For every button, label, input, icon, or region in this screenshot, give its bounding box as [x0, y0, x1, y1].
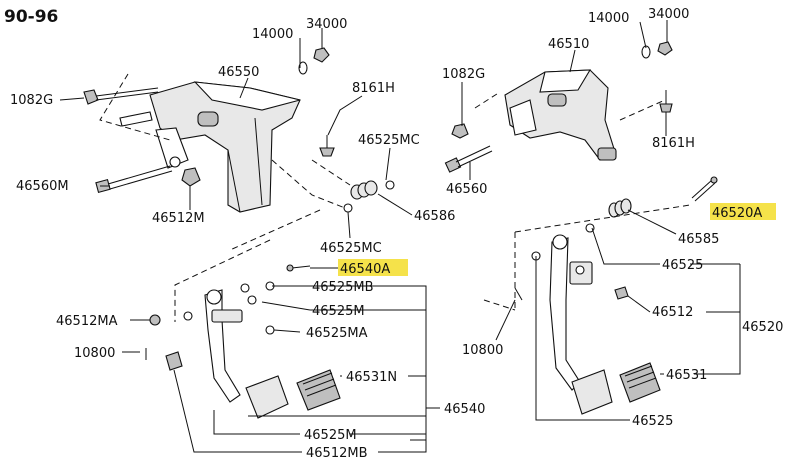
- return-spring-46586: [343, 180, 395, 213]
- bolt-46560: [444, 145, 493, 173]
- nut-46512m: [181, 167, 201, 187]
- label-8161h-right: 8161H: [652, 136, 695, 151]
- label-46512ma: 46512MA: [56, 314, 118, 329]
- pad-46531n: [296, 369, 341, 411]
- bushings-left: [149, 281, 275, 335]
- label-46520: 46520: [742, 320, 783, 335]
- switch-10800-right: [514, 287, 523, 301]
- bolt-46540a: [286, 264, 311, 272]
- switch-10800-left: [145, 348, 183, 371]
- label-46520a: 46520A: [712, 206, 762, 221]
- label-10800-right: 10800: [462, 343, 503, 358]
- spring-46585: [608, 198, 632, 218]
- label-46525m: 46525M: [312, 304, 365, 319]
- label-46525mc-bottom: 46525MC: [320, 241, 382, 256]
- clutch-pedal-46540: [204, 289, 289, 419]
- highlight-46520a: [710, 203, 776, 220]
- label-46525mc-top: 46525MC: [358, 133, 420, 148]
- label-46585: 46585: [678, 232, 719, 247]
- nut-1082g-right: [451, 123, 469, 139]
- label-8161h-left: 8161H: [352, 81, 395, 96]
- label-34000-right: 34000: [648, 7, 689, 22]
- pad-46531: [619, 362, 661, 403]
- nut-34000-right: [641, 41, 673, 59]
- label-46540: 46540: [444, 402, 485, 417]
- label-46512m: 46512M: [152, 211, 205, 226]
- label-46525: 46525: [662, 258, 703, 273]
- label-46512: 46512: [652, 305, 693, 320]
- label-46510: 46510: [548, 37, 589, 52]
- label-14000-left: 14000: [252, 27, 293, 42]
- label-46531: 46531: [666, 368, 707, 383]
- label-46540a: 46540A: [340, 262, 390, 277]
- highlight-46540a: [338, 259, 408, 276]
- bolt-1082g-left: [83, 87, 159, 127]
- label-46560m: 46560M: [16, 179, 69, 194]
- label-46586: 46586: [414, 209, 455, 224]
- stud-8161h-left: [319, 135, 335, 157]
- label-46525mb: 46525MB: [312, 280, 374, 295]
- label-1082g-right: 1082G: [442, 67, 485, 82]
- brake-pedal-46520: [549, 234, 613, 415]
- label-46525m-lower: 46525M: [304, 428, 357, 443]
- label-1082g-left: 1082G: [10, 93, 53, 108]
- stud-8161h-right: [659, 90, 673, 113]
- label-14000-right: 14000: [588, 11, 629, 26]
- pedal-bracket-46510: [504, 69, 617, 161]
- bushings-right: [531, 223, 629, 300]
- label-10800-left: 10800: [74, 346, 115, 361]
- label-34000-left: 34000: [306, 17, 347, 32]
- year-range-title: 90-96: [4, 7, 58, 27]
- label-46525-lower: 46525: [632, 414, 673, 429]
- nut-34000-left: [298, 47, 330, 75]
- label-46525ma: 46525MA: [306, 326, 368, 341]
- label-46560: 46560: [446, 182, 487, 197]
- label-46512mb: 46512MB: [306, 446, 368, 461]
- label-46550: 46550: [218, 65, 259, 80]
- pedal-bracket-46550: [149, 81, 301, 213]
- label-46531n: 46531N: [346, 370, 397, 385]
- bolt-46520a: [691, 176, 718, 202]
